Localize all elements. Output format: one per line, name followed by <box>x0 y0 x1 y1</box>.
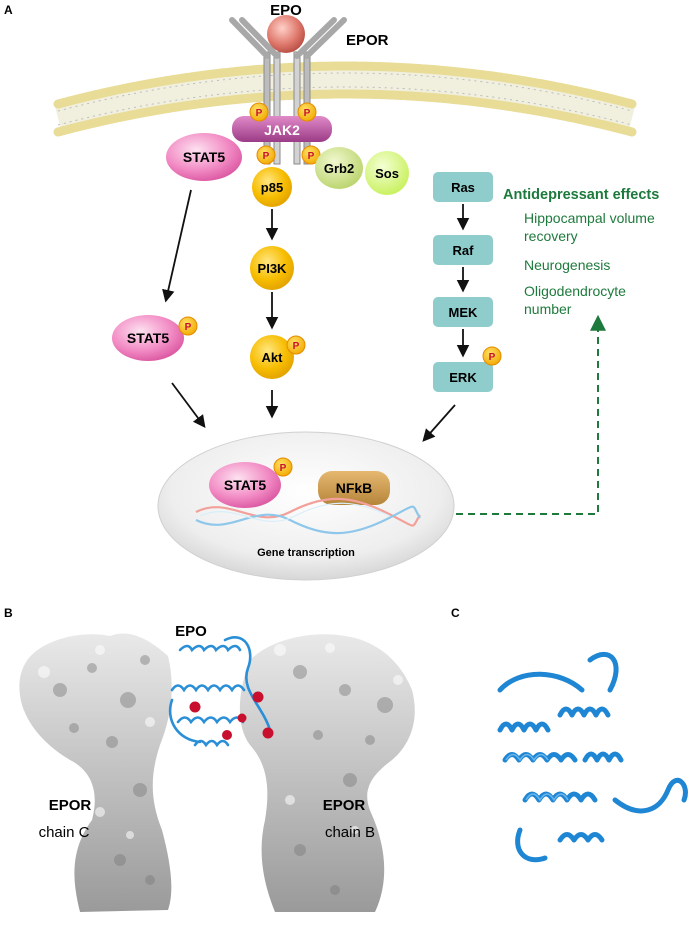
grb2-label: Grb2 <box>324 161 354 176</box>
binding-residues <box>189 691 274 740</box>
stat5-phospho-node <box>112 315 184 361</box>
sos-node <box>365 151 409 195</box>
raf-label: Raf <box>453 243 475 258</box>
phospho-badge: P <box>482 346 502 366</box>
mek-label: MEK <box>449 305 479 320</box>
svg-text:P: P <box>263 151 270 162</box>
epor-chain-b-label: chain B <box>325 824 375 841</box>
svg-text:P: P <box>256 108 263 119</box>
raf-box <box>433 235 493 265</box>
epo-ligand <box>267 15 305 53</box>
nfkb-box <box>318 471 390 505</box>
panel-b-label: B <box>4 606 13 620</box>
p85-label: p85 <box>261 180 283 195</box>
jak2-label: JAK2 <box>264 122 300 138</box>
cell-membrane <box>53 61 637 137</box>
phospho-badge: P <box>286 335 306 355</box>
erk-box <box>433 362 493 392</box>
epo-label: EPO <box>270 2 302 19</box>
grb2-node <box>315 147 363 189</box>
akt-node <box>250 335 294 379</box>
svg-text:P: P <box>308 151 315 162</box>
akt-label: Akt <box>262 350 284 365</box>
erk-label: ERK <box>449 370 477 385</box>
epor-surface-chain-c <box>19 633 172 912</box>
effect-item-1-line2: recovery <box>524 228 578 244</box>
structure-epo-label: EPO <box>175 623 207 640</box>
nucleus-stat5-node <box>209 462 281 508</box>
svg-text:P: P <box>185 322 192 333</box>
gene-transcription-label: Gene transcription <box>257 547 355 559</box>
nfkb-label: NFkB <box>336 480 373 496</box>
epor-chain-b-name: EPOR <box>323 797 366 814</box>
epor-surface-chain-b <box>239 634 415 912</box>
effects-arrow <box>456 314 606 515</box>
stat5-phospho-label: STAT5 <box>127 330 169 346</box>
svg-text:P: P <box>293 341 300 352</box>
svg-text:P: P <box>280 463 287 474</box>
phospho-badge: P <box>297 102 317 122</box>
phospho-badge: P <box>178 316 198 336</box>
epo-ribbon <box>168 636 272 748</box>
effect-item-3-line2: number <box>524 301 572 317</box>
effects-title: Antidepressant effects <box>503 187 659 203</box>
effect-item-2: Neurogenesis <box>524 257 610 273</box>
phospho-badge: P <box>249 102 269 122</box>
epor-chain-c-label: chain C <box>39 824 90 841</box>
sos-label: Sos <box>375 166 399 181</box>
p85-node <box>252 167 292 207</box>
phospho-badge: P <box>256 145 276 165</box>
dna-icon <box>195 497 421 535</box>
svg-text:P: P <box>304 108 311 119</box>
pathway-arrows <box>162 189 470 442</box>
panel-c-label: C <box>451 606 460 620</box>
jak2-box <box>232 116 332 142</box>
epor-chain-c-name: EPOR <box>49 797 92 814</box>
effect-item-3-line1: Oligodendrocyte <box>524 283 626 299</box>
ras-box <box>433 172 493 202</box>
phospho-badge: P <box>301 145 321 165</box>
epo-ribbon-detail <box>497 652 688 863</box>
phospho-badge: P <box>273 457 293 477</box>
panel-a-label: A <box>4 3 13 17</box>
pi3k-node <box>250 246 294 290</box>
nucleus-stat5-label: STAT5 <box>224 477 266 493</box>
ras-label: Ras <box>451 180 475 195</box>
mek-box <box>433 297 493 327</box>
svg-text:P: P <box>489 352 496 363</box>
pi3k-label: PI3K <box>258 261 288 276</box>
epor-label: EPOR <box>346 32 389 49</box>
effect-item-1-line1: Hippocampal volume <box>524 210 655 226</box>
stat5-node <box>166 133 242 181</box>
stat5-label: STAT5 <box>183 149 225 165</box>
